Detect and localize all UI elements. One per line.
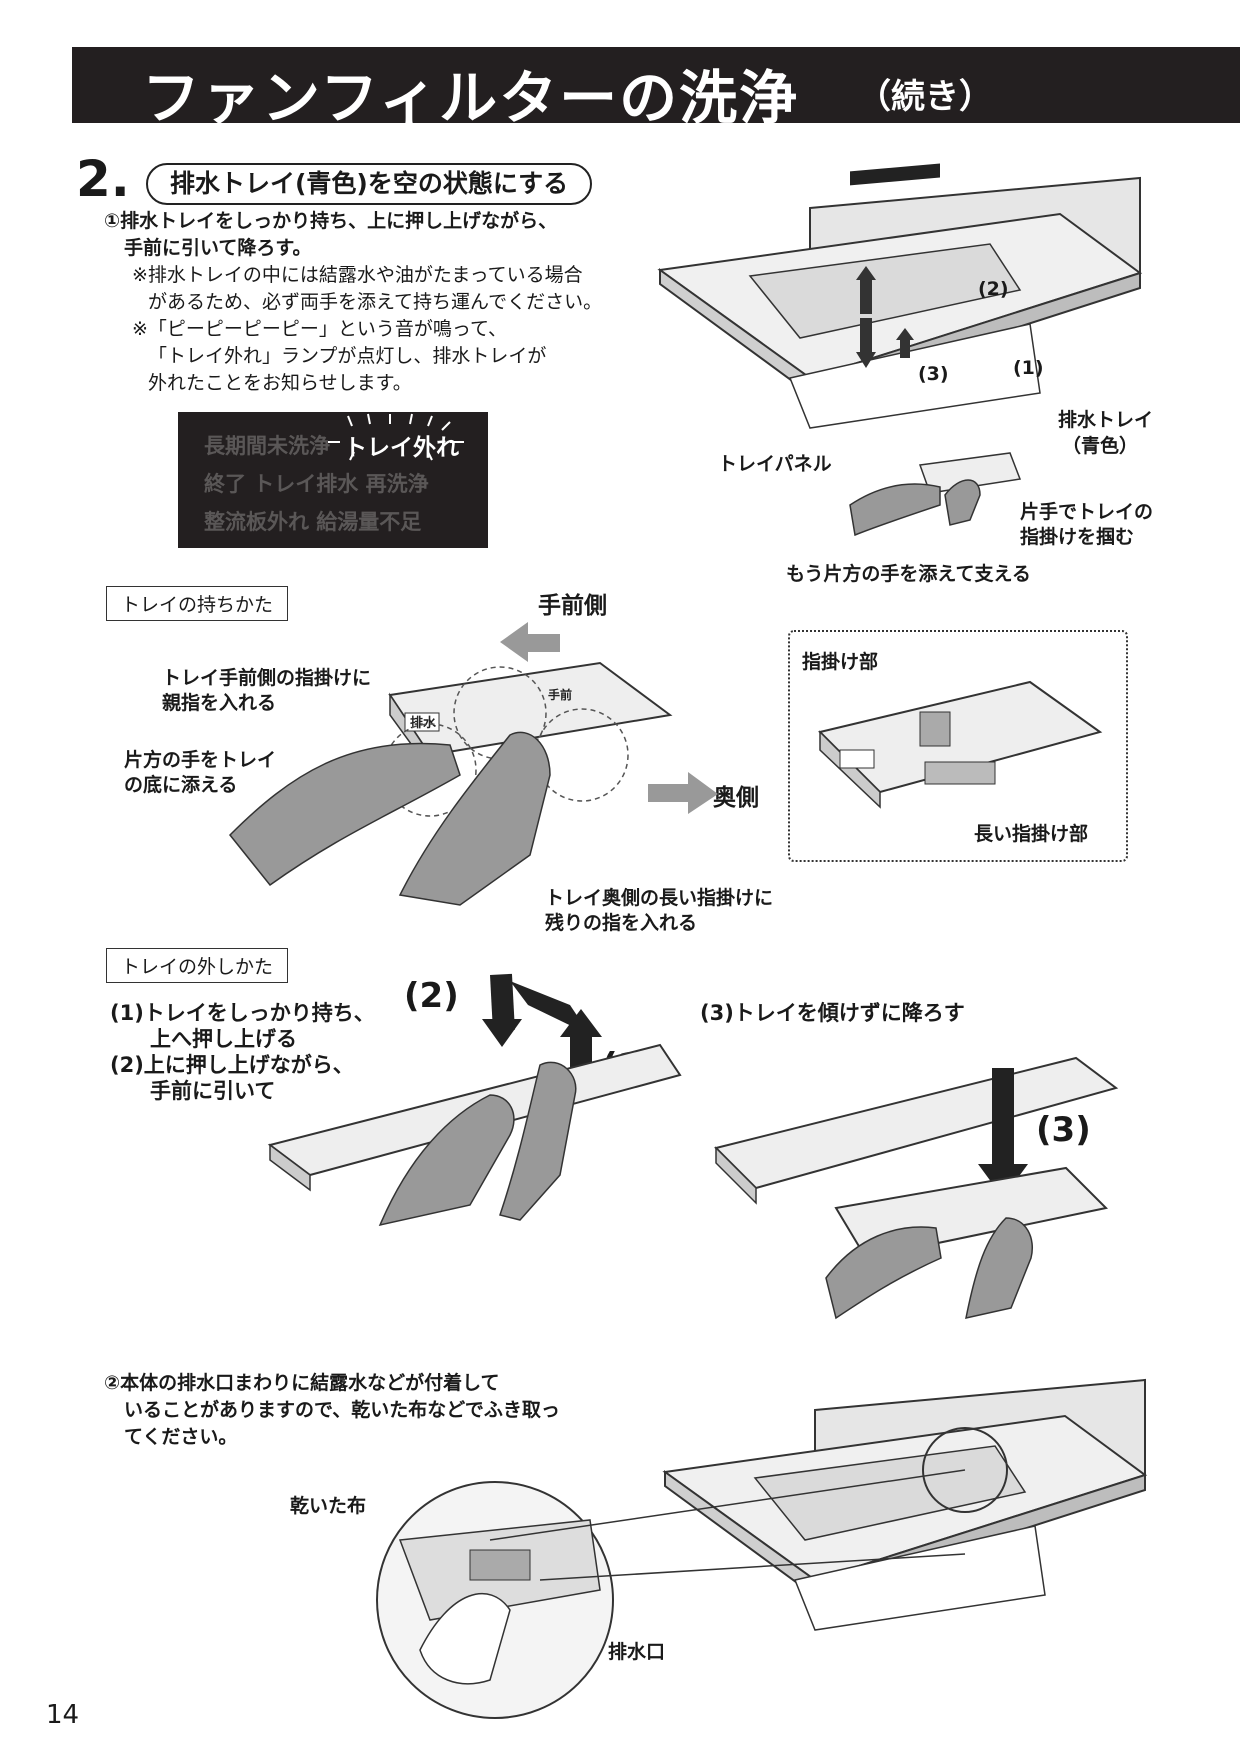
indicator-panel: 長期間未洗浄 終了 トレイ排水 再洗浄 整流板外れ 給湯量不足 トレイ外れ	[178, 412, 488, 548]
hands-tray-icon	[849, 452, 1022, 537]
lowering-illustration	[714, 1056, 1119, 1320]
hood-illustration-2	[662, 1378, 1148, 1631]
one-hand-label2: 指掛けを掴む	[1020, 526, 1135, 548]
back-side-label: 奥側	[713, 785, 759, 811]
note-line2: があるため、必ず両手を添えて持ち運んでください。	[148, 291, 603, 313]
removal-step3: (3)トレイを傾けずに降ろす	[700, 1001, 965, 1025]
note-line4: 「トレイ外れ」ランプが点灯し、排水トレイが	[148, 345, 547, 367]
removal-illustration	[267, 973, 682, 1227]
panel-row2: 終了 トレイ排水 再洗浄	[204, 472, 429, 496]
removal-callout-2: (2)	[404, 976, 459, 1016]
drain-outlet-label: 排水口	[608, 1641, 666, 1663]
removal-callout-3: (3)	[1036, 1110, 1091, 1150]
zoom-circle-illustration	[376, 1481, 614, 1719]
removal-step2b: 手前に引いて	[150, 1079, 276, 1103]
thumb-label1: トレイ手前側の指掛けに	[162, 667, 372, 689]
tray-detail-illustration	[818, 680, 1103, 809]
instruction1-line1: ①排水トレイをしっかり持ち、上に押し上げながら、	[104, 210, 558, 232]
grip-part-label: 指掛け部	[802, 651, 879, 673]
support-label: もう片方の手を添えて支える	[786, 563, 1031, 585]
removal-step1: (1)トレイをしっかり持ち、	[110, 1001, 375, 1025]
drain-tray-color-label: （青色）	[1062, 435, 1139, 457]
tray-detail-box: 指掛け部 長い指掛け部	[788, 630, 1128, 862]
note-line1: ※排水トレイの中には結露水や油がたまっている場合	[132, 264, 583, 286]
instruction2-line1: ②本体の排水口まわりに結露水などが付着して	[104, 1372, 500, 1394]
fingers-label1: トレイ奥側の長い指掛けに	[545, 887, 774, 909]
fingers-label2: 残りの指を入れる	[545, 912, 698, 934]
one-hand-label: 片手でトレイの	[1020, 501, 1154, 523]
removal-section-label: トレイの外しかた	[106, 948, 289, 983]
fig1-callout-1: (1)	[1013, 357, 1044, 379]
tray-off-lamp: トレイ外れ	[344, 435, 459, 461]
tray-label-front: 手前	[548, 687, 572, 702]
step-number: 2.	[76, 150, 130, 208]
fig1-callout-3: (3)	[918, 363, 949, 385]
lamp-glow-icon	[328, 413, 464, 461]
step-title: 排水トレイ(青色)を空の状態にする	[146, 163, 593, 205]
thumb-label2: 親指を入れる	[162, 692, 277, 714]
page-title: ファンフィルターの洗浄	[142, 64, 800, 132]
instruction2-line3: てください。	[124, 1426, 238, 1448]
holding-section-label: トレイの持ちかた	[106, 586, 289, 621]
note-line5: 外れたことをお知らせします。	[148, 372, 412, 394]
zoom-connector-lines	[489, 1469, 966, 1581]
page-subtitle: （続き）	[857, 77, 993, 117]
front-side-label: 手前側	[538, 593, 607, 619]
note-line3: ※「ピーピーピーピー」という音が鳴って、	[132, 318, 508, 340]
front-arrow-icon	[500, 622, 560, 662]
fig1-callout-2: (2)	[978, 278, 1009, 300]
removal-step2: (2)上に押し上げながら、	[110, 1053, 354, 1077]
page-number: 14	[46, 1700, 80, 1730]
long-grip-label: 長い指掛け部	[974, 823, 1089, 845]
dry-cloth-label: 乾いた布	[290, 1495, 367, 1517]
panel-row3: 整流板外れ 給湯量不足	[204, 510, 422, 534]
hood-illustration	[657, 163, 1143, 429]
panel-row1: 長期間未洗浄	[204, 434, 330, 458]
tray-panel-label: トレイパネル	[718, 453, 832, 475]
instruction1-line2: 手前に引いて降ろす。	[124, 237, 312, 259]
back-arrow-icon	[648, 772, 718, 814]
bottom-label2: の底に添える	[124, 774, 238, 796]
drain-tray-label: 排水トレイ	[1058, 409, 1154, 431]
instruction2-line2: いることがありますので、乾いた布などでふき取っ	[124, 1399, 560, 1421]
tray-label-drain: 排水	[410, 715, 437, 731]
holding-tray-illustration: 排水 手前	[228, 661, 673, 906]
bottom-label1: 片方の手をトレイ	[124, 749, 277, 771]
removal-step1b: 上へ押し上げる	[150, 1027, 297, 1051]
header-banner: ファンフィルターの洗浄 （続き）	[72, 47, 1240, 132]
